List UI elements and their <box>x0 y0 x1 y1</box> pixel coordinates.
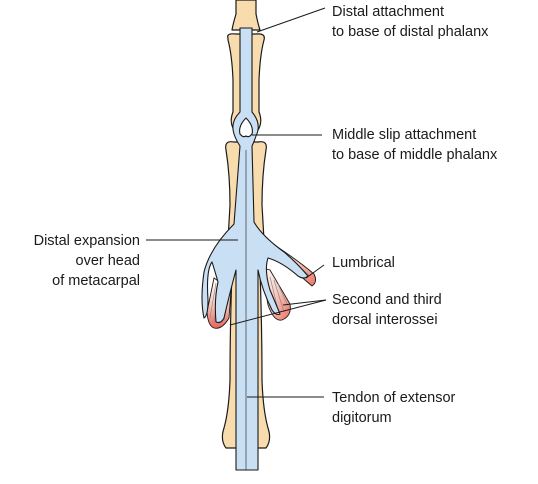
label-lumbrical: Lumbrical <box>332 253 395 273</box>
label-dorsal-interossei: Second and third dorsal interossei <box>332 290 442 330</box>
leader-distal-attachment <box>257 8 325 32</box>
label-distal-expansion: Distal expansion over head of metacarpal <box>4 231 140 291</box>
label-distal-attachment: Distal attachment to base of distal phal… <box>332 2 488 42</box>
distal-phalanx <box>232 0 260 30</box>
label-extensor-tendon: Tendon of extensor digitorum <box>332 388 455 428</box>
label-middle-slip-attachment: Middle slip attachment to base of middle… <box>332 125 497 165</box>
